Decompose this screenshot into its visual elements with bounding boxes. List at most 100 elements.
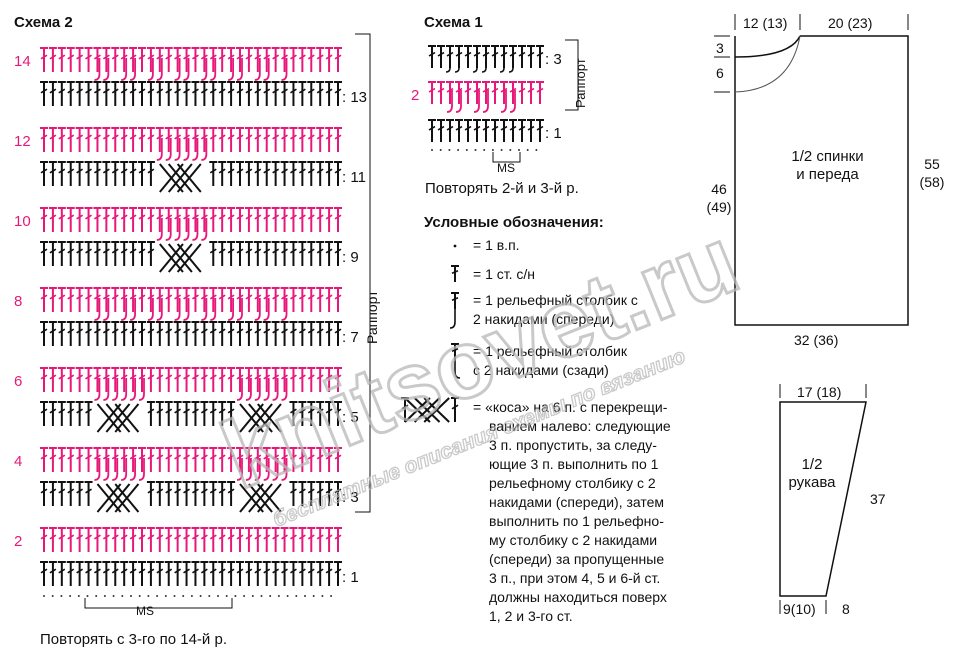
relief-stitch-symbol: [263, 58, 270, 81]
relief-stitch-symbol: [472, 56, 478, 73]
stitch-symbol: [262, 321, 271, 346]
back-title-line2: и переда: [796, 166, 859, 183]
back-width-right: 20 (23): [828, 15, 873, 31]
stitch-symbol: [57, 447, 66, 472]
stitch-symbol: [66, 401, 75, 426]
stitch-symbol: [316, 207, 325, 232]
stitch-symbol: [75, 561, 84, 586]
stitch-symbol: [289, 81, 298, 106]
stitch-symbol: [227, 81, 236, 106]
stitch-symbol: [200, 47, 209, 72]
scheme1-repeat-note: Повторять 2-й и 3-й р.: [425, 180, 579, 197]
stitch-symbol: [84, 447, 93, 472]
stitch-symbol: [325, 527, 334, 552]
relief-stitch-symbol: [103, 458, 110, 481]
stitch-symbol: [253, 287, 262, 312]
relief-stitch-symbol: [446, 90, 453, 113]
stitch-symbol: [102, 81, 111, 106]
stitch-symbol: [48, 241, 57, 266]
stitch-symbol: [164, 561, 173, 586]
legend-item-back-post: = 1 рельефный столбик с 2 накидами (сзад…: [473, 342, 627, 380]
scheme2-repeat-note: Повторять с 3-го по 14-й р.: [40, 631, 227, 648]
stitch-symbol: [120, 127, 129, 152]
stitch-symbol: [451, 397, 459, 422]
scheme2-row-number: 4: [14, 453, 22, 470]
stitch-symbol: [66, 447, 75, 472]
stitch-symbol: [509, 81, 517, 104]
scheme2-row: 14: [14, 47, 342, 81]
relief-stitch-symbol: [236, 58, 243, 81]
stitch-symbol: [209, 367, 218, 392]
stitch-symbol: [155, 81, 164, 106]
stitch-symbol: [93, 561, 102, 586]
legend-line: рельефному столбику с 2: [489, 475, 656, 491]
stitch-symbol: [209, 161, 218, 186]
stitch-symbol: [102, 207, 111, 232]
stitch-symbol: [325, 81, 334, 106]
stitch-symbol: [334, 287, 342, 312]
stitch-symbol: [66, 367, 75, 392]
stitch-symbol: [227, 241, 236, 266]
stitch-symbol: [253, 81, 262, 106]
stitch-symbol: [280, 287, 289, 312]
back-title: 1/2 спинки и переда: [780, 148, 875, 184]
stitch-symbol: [120, 241, 129, 266]
scheme2-row-number: 6: [14, 373, 22, 390]
stitch-symbol: [262, 527, 271, 552]
stitch-symbol: [253, 321, 262, 346]
stitch-symbol: [182, 561, 191, 586]
stitch-symbol: [48, 207, 57, 232]
stitch-symbol: [102, 561, 111, 586]
stitch-symbol: [218, 367, 227, 392]
scheme2-rapport-bracket: Раппорт: [355, 33, 380, 513]
relief-stitch-symbol: [236, 458, 243, 481]
stitch-symbol: [227, 447, 236, 472]
stitch-symbol: [271, 287, 280, 312]
relief-stitch-symbol: [245, 458, 252, 481]
cable-cross-symbol: [159, 163, 202, 193]
relief-stitch-symbol: [455, 90, 462, 113]
stitch-symbol: [298, 241, 307, 266]
stitch-symbol: [120, 527, 129, 552]
stitch-symbol: [93, 47, 102, 72]
relief-stitch-symbol: [112, 378, 119, 401]
stitch-symbol: [120, 81, 129, 106]
stitch-symbol: [236, 161, 244, 186]
stitch-symbol: [464, 81, 472, 104]
stitch-symbol: [316, 527, 325, 552]
stitch-symbol: [253, 241, 262, 266]
stitch-symbol: [536, 119, 544, 142]
stitch-symbol: [298, 367, 307, 392]
stitch-symbol: [307, 447, 316, 472]
stitch-symbol: [334, 241, 342, 266]
stitch-symbol: [129, 527, 138, 552]
stitch-symbol: [289, 287, 298, 312]
scheme2-row-number: : 13: [342, 89, 367, 106]
stitch-symbol: [298, 561, 307, 586]
stitch-symbol: [129, 81, 138, 106]
stitch-symbol: [289, 207, 298, 232]
stitch-symbol: [334, 127, 342, 152]
stitch-symbol: [57, 287, 66, 312]
relief-stitch-symbol: [156, 138, 163, 161]
stitch-symbol: [253, 127, 262, 152]
stitch-symbol: [57, 161, 66, 186]
stitch-symbol: [48, 447, 57, 472]
stitch-symbol: [120, 367, 129, 392]
stitch-symbol: [66, 127, 75, 152]
relief-stitch-symbol: [228, 58, 234, 81]
stitch-symbol: [464, 45, 472, 68]
stitch-symbol: [40, 207, 48, 232]
stitch-symbol: [93, 207, 102, 232]
back-side-left-2: (49): [706, 199, 732, 215]
stitch-symbol: [253, 447, 262, 472]
relief-stitch-symbol: [445, 56, 451, 73]
stitch-symbol: [146, 367, 155, 392]
stitch-symbol: [298, 47, 307, 72]
stitch-symbol: [298, 401, 307, 426]
sleeve-bottom-right: 8: [842, 601, 850, 617]
stitch-symbol: [164, 127, 173, 152]
stitch-symbol: [437, 81, 445, 104]
stitch-symbol: [173, 321, 182, 346]
